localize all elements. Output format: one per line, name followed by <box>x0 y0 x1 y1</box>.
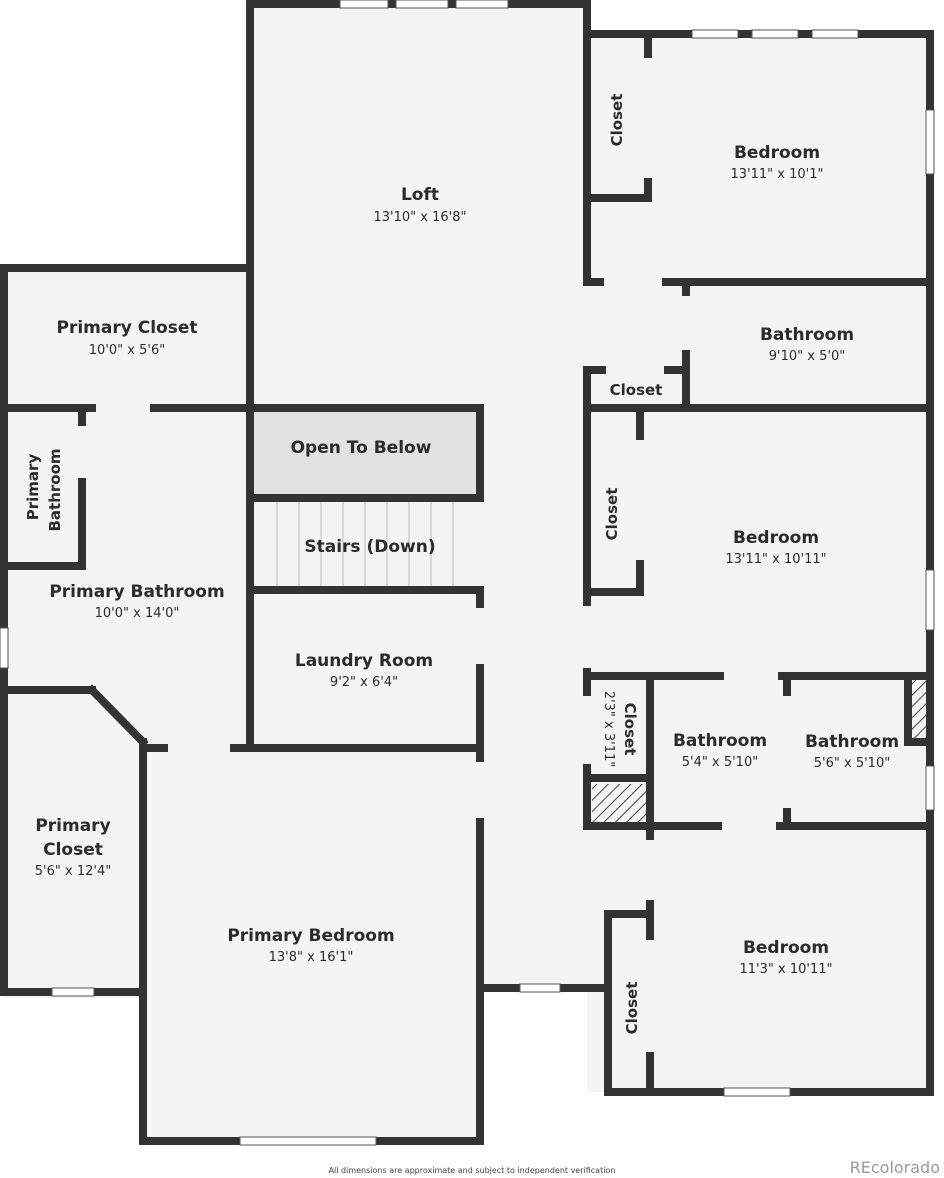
windows <box>0 0 935 1146</box>
laundry-name: Laundry Room <box>295 651 433 671</box>
loft-name: Loft <box>401 185 439 205</box>
closet-hall-name: Closet <box>610 381 663 399</box>
closet-top-name: Closet <box>608 94 626 147</box>
bathroom-top-name: Bathroom <box>760 325 854 345</box>
primary-bedroom-name: Primary Bedroom <box>227 926 394 946</box>
open-to-below-name: Open To Below <box>291 438 432 458</box>
closet-bottom-name: Closet <box>623 982 641 1035</box>
stair-treads <box>276 500 454 588</box>
bedroom-top-dim: 13'11" x 10'1" <box>731 167 824 182</box>
primary-bathroom-name: Primary Bathroom <box>49 582 224 602</box>
bedroom-mid-name: Bedroom <box>733 528 819 548</box>
bedroom-bottom-dim: 11'3" x 10'11" <box>740 962 833 977</box>
floor-areas <box>4 4 930 1143</box>
closet-small-dim: 2'3" x 3'11" <box>601 691 616 767</box>
bathroom-top-dim: 9'10" x 5'0" <box>769 349 845 364</box>
bathroom-a-name: Bathroom <box>673 731 767 751</box>
hatched-shaft-left <box>592 784 648 826</box>
bathroom-b-dim: 5'6" x 5'10" <box>814 756 890 771</box>
bathroom-b-name: Bathroom <box>805 732 899 752</box>
closet-mid-name: Closet <box>603 488 621 541</box>
closet-small-name: Closet <box>621 703 639 756</box>
bathroom-a-dim: 5'4" x 5'10" <box>682 755 758 770</box>
door-openings <box>78 58 791 1052</box>
primary-closet-bottom-line1: Primary <box>35 816 110 836</box>
room-labels: Loft 13'10" x 16'8" Bedroom 13'11" x 10'… <box>24 94 899 1035</box>
laundry-dim: 9'2" x 6'4" <box>330 675 398 690</box>
bedroom-top-name: Bedroom <box>734 143 820 163</box>
loft-dim: 13'10" x 16'8" <box>374 210 467 225</box>
primary-closet-top-name: Primary Closet <box>57 318 198 338</box>
bedroom-bottom-name: Bedroom <box>743 938 829 958</box>
brand-watermark: REcolorado <box>849 1158 940 1177</box>
hatched-shaft-right <box>908 680 926 738</box>
primary-closet-top-dim: 10'0" x 5'6" <box>89 343 165 358</box>
primary-bathroom-dim: 10'0" x 14'0" <box>95 606 180 621</box>
bedroom-mid-dim: 13'11" x 10'11" <box>725 552 826 567</box>
primary-bathroom-small-line1: Primary <box>24 454 42 521</box>
primary-closet-bottom-dim: 5'6" x 12'4" <box>35 864 111 879</box>
primary-closet-bottom-line2: Closet <box>43 840 103 860</box>
open-to-below-area <box>250 408 480 498</box>
disclaimer-text: All dimensions are approximate and subje… <box>328 1166 616 1175</box>
primary-bedroom-dim: 13'8" x 16'1" <box>269 950 354 965</box>
primary-bathroom-small-line2: Bathroom <box>46 448 64 531</box>
stairs-name: Stairs (Down) <box>304 537 435 557</box>
